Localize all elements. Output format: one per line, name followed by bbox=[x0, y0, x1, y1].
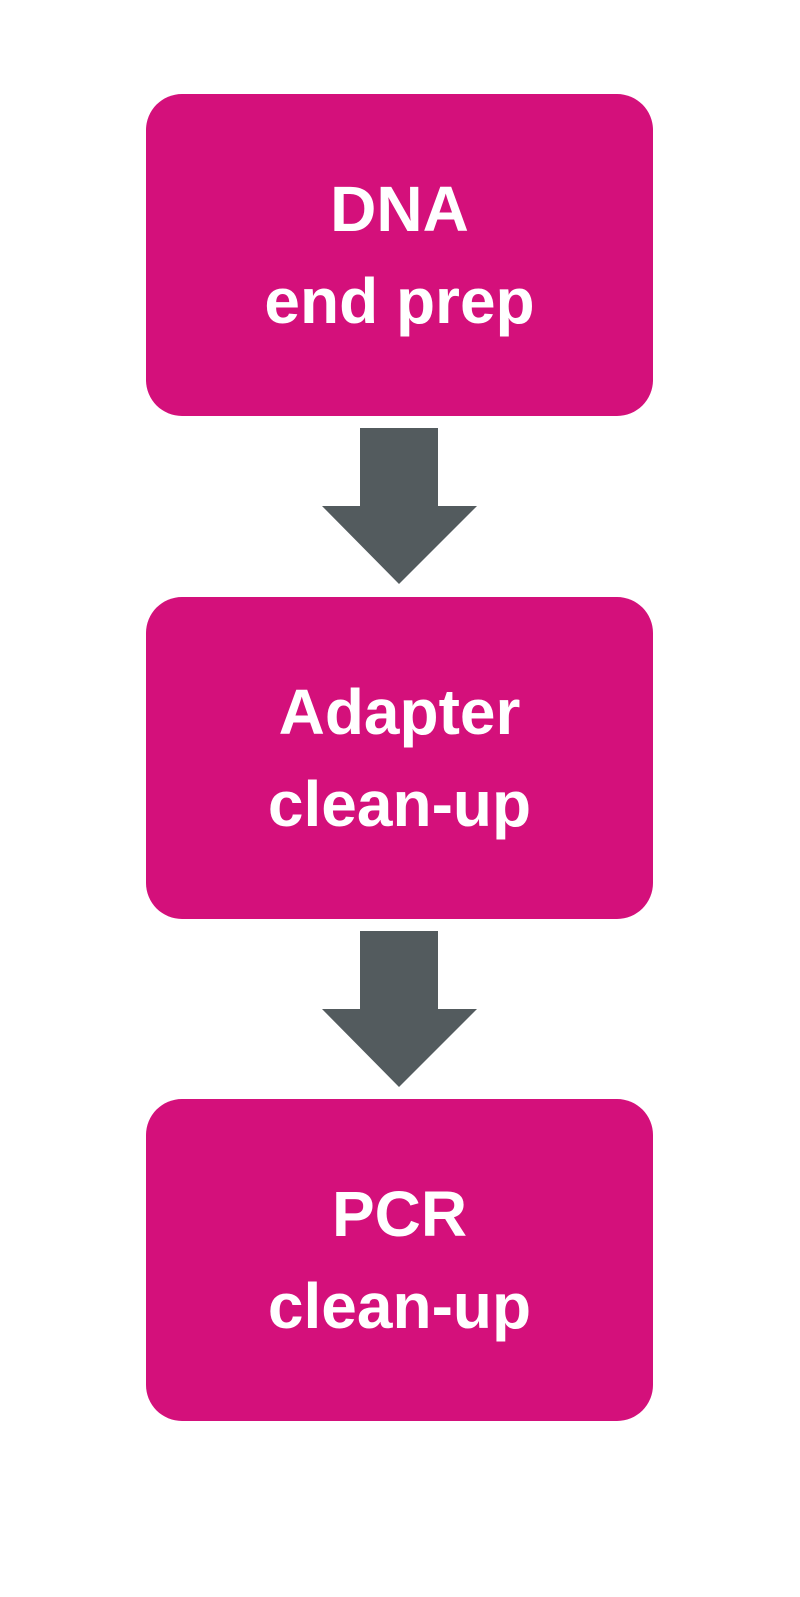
step-dna-end-prep: DNA end prep bbox=[146, 94, 653, 416]
step-line-1: PCR bbox=[331, 1178, 468, 1250]
down-arrow-icon bbox=[322, 931, 477, 1087]
step-line-1: DNA bbox=[330, 173, 469, 245]
step-line-2: clean-up bbox=[267, 1270, 532, 1342]
arrow-shape bbox=[322, 428, 477, 584]
step-adapter-clean-up: Adapter clean-up bbox=[146, 597, 653, 919]
step-line-2: clean-up bbox=[267, 768, 532, 840]
down-arrow-icon bbox=[322, 428, 477, 584]
step-line-2: end prep bbox=[264, 265, 535, 337]
step-pcr-clean-up: PCR clean-up bbox=[146, 1099, 653, 1421]
arrow-shape bbox=[322, 931, 477, 1087]
step-line-1: Adapter bbox=[278, 676, 521, 748]
